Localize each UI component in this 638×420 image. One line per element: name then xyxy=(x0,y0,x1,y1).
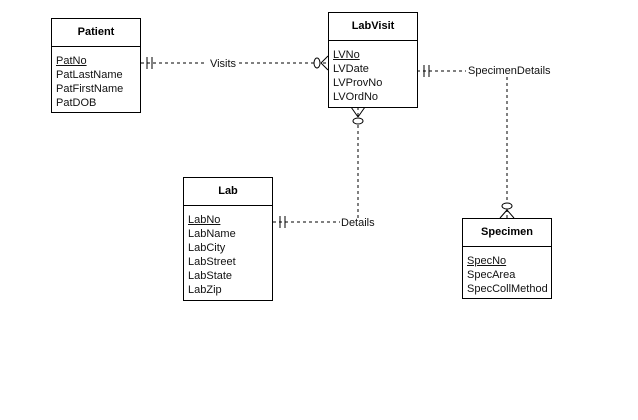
attribute: PatDOB xyxy=(56,97,97,109)
attribute: LVOrdNo xyxy=(333,91,379,103)
relationship-label-visits: Visits xyxy=(210,58,237,70)
entity-title-lab: Lab xyxy=(184,178,272,206)
one-and-only-one-marker xyxy=(279,216,286,228)
entity-labvisit[interactable]: LabVisit LVNo LVDate LVProvNo LVOrdNo xyxy=(328,12,418,108)
attribute: LabName xyxy=(188,228,236,240)
attribute: LabZip xyxy=(188,284,222,296)
attribute-list-patient: PatNo PatLastName PatFirstName PatDOB xyxy=(52,47,140,110)
attribute: LabState xyxy=(188,270,233,282)
entity-lab[interactable]: Lab LabNo LabName LabCity LabStreet LabS… xyxy=(183,177,273,301)
attribute: LVProvNo xyxy=(333,77,383,89)
relationship-visits: Visits xyxy=(141,55,329,71)
attribute-list-labvisit: LVNo LVDate LVProvNo LVOrdNo xyxy=(329,41,417,104)
primary-key-attribute: PatNo xyxy=(56,55,87,67)
relationship-details: Details xyxy=(273,106,375,229)
relationship-specimen-details: SpecimenDetails xyxy=(417,65,551,219)
entity-specimen[interactable]: Specimen SpecNo SpecArea SpecCollMethod xyxy=(462,218,552,299)
relationship-label-details: Details xyxy=(341,217,375,229)
attribute: SpecCollMethod xyxy=(467,283,548,295)
zero-or-many-marker xyxy=(350,106,366,125)
attribute: LabStreet xyxy=(188,256,236,268)
relationship-label-specimen-details: SpecimenDetails xyxy=(468,65,551,77)
one-and-only-one-marker xyxy=(423,65,430,77)
zero-or-many-marker xyxy=(499,202,515,219)
attribute: PatLastName xyxy=(56,69,123,81)
attribute: SpecArea xyxy=(467,269,516,281)
primary-key-attribute: LabNo xyxy=(188,214,221,226)
zero-or-many-marker xyxy=(313,55,329,71)
attribute-list-lab: LabNo LabName LabCity LabStreet LabState… xyxy=(184,206,272,297)
attribute-list-specimen: SpecNo SpecArea SpecCollMethod xyxy=(463,247,551,296)
primary-key-attribute: SpecNo xyxy=(467,255,507,267)
entity-title-specimen: Specimen xyxy=(463,219,551,247)
primary-key-attribute: LVNo xyxy=(333,49,360,61)
attribute: LabCity xyxy=(188,242,226,254)
one-and-only-one-marker xyxy=(146,57,153,69)
attribute: PatFirstName xyxy=(56,83,124,95)
entity-patient[interactable]: Patient PatNo PatLastName PatFirstName P… xyxy=(51,18,141,113)
attribute: LVDate xyxy=(333,63,369,75)
entity-title-labvisit: LabVisit xyxy=(329,13,417,41)
entity-title-patient: Patient xyxy=(52,19,140,47)
